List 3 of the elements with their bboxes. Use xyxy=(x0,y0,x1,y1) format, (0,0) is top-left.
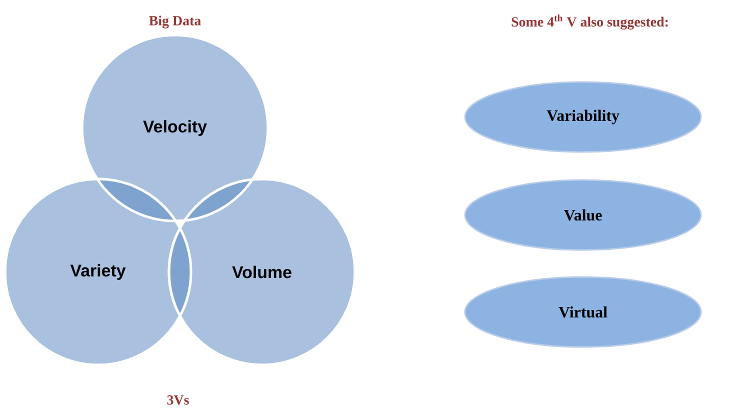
title: Big Data xyxy=(149,16,201,28)
caption: 3Vs xyxy=(167,395,189,405)
heading: Some 4$^{th}$ V also suggested: xyxy=(512,14,668,30)
